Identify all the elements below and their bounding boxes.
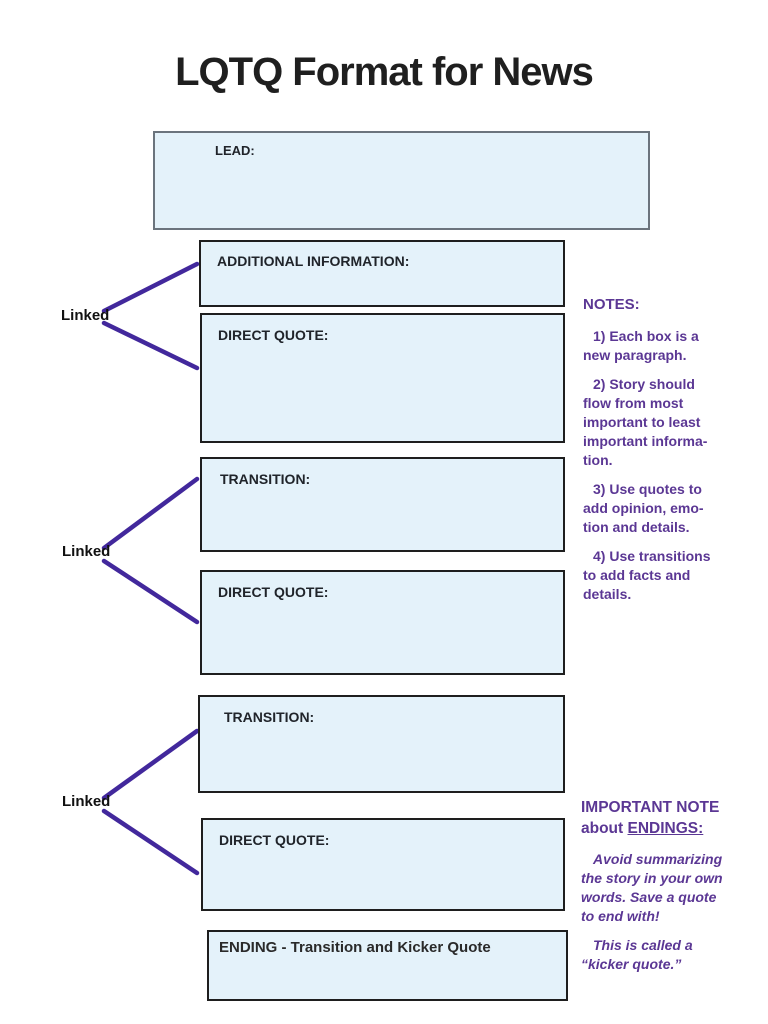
transition-box-2-label: TRANSITION: <box>224 709 315 725</box>
direct-quote-box-2-label: DIRECT QUOTE: <box>218 584 329 600</box>
additional-information-box: ADDITIONAL INFORMATION: <box>199 240 565 307</box>
notes-section: NOTES: 1) Each box is a new paragraph. 2… <box>583 296 763 614</box>
note-item-1: 1) Each box is a new paragraph. <box>583 328 699 363</box>
note-item-4: 4) Use transitions to add facts and deta… <box>583 548 711 602</box>
linked-label-2: Linked <box>62 543 111 560</box>
important-note-heading-prefix: about <box>581 820 628 837</box>
notes-heading: NOTES: <box>583 296 640 313</box>
link-line-1-up <box>101 261 200 314</box>
direct-quote-box-1: DIRECT QUOTE: <box>200 313 565 443</box>
link-line-3-down <box>101 808 200 876</box>
link-line-1-down <box>101 320 200 371</box>
transition-box-1: TRANSITION: <box>200 457 565 552</box>
direct-quote-box-2: DIRECT QUOTE: <box>200 570 565 675</box>
page-title: LQTQ Format for News <box>175 50 594 94</box>
important-note-heading-line1: IMPORTANT NOTE <box>581 799 720 816</box>
transition-box-1-label: TRANSITION: <box>220 471 311 487</box>
important-note-section: IMPORTANT NOTE about ENDINGS: Avoid summ… <box>581 797 767 984</box>
note-item-3: 3) Use quotes to add opinion, emo- tion … <box>583 481 704 535</box>
linked-label-1: Linked <box>61 307 110 324</box>
link-line-2-up <box>101 476 200 551</box>
direct-quote-box-3-label: DIRECT QUOTE: <box>219 832 330 848</box>
ending-box: ENDING - Transition and Kicker Quote <box>207 930 568 1001</box>
transition-box-2: TRANSITION: <box>198 695 565 793</box>
additional-information-box-label: ADDITIONAL INFORMATION: <box>217 253 410 269</box>
direct-quote-box-1-label: DIRECT QUOTE: <box>218 327 329 343</box>
link-line-2-down <box>101 558 200 625</box>
important-note-paragraph-1: Avoid summarizing the story in your own … <box>581 851 723 924</box>
important-note-heading: IMPORTANT NOTE about ENDINGS: <box>581 797 767 839</box>
important-note-heading-endings: ENDINGS: <box>627 820 704 837</box>
link-line-3-up <box>101 728 200 801</box>
linked-label-3: Linked <box>62 793 111 810</box>
direct-quote-box-3: DIRECT QUOTE: <box>201 818 565 911</box>
ending-box-label: ENDING - Transition and Kicker Quote <box>219 939 491 956</box>
note-item-2: 2) Story should flow from most important… <box>583 376 708 468</box>
lead-box: LEAD: <box>153 131 650 230</box>
lead-box-label: LEAD: <box>215 143 255 158</box>
important-note-paragraph-2: This is called a “kicker quote.” <box>581 937 693 972</box>
